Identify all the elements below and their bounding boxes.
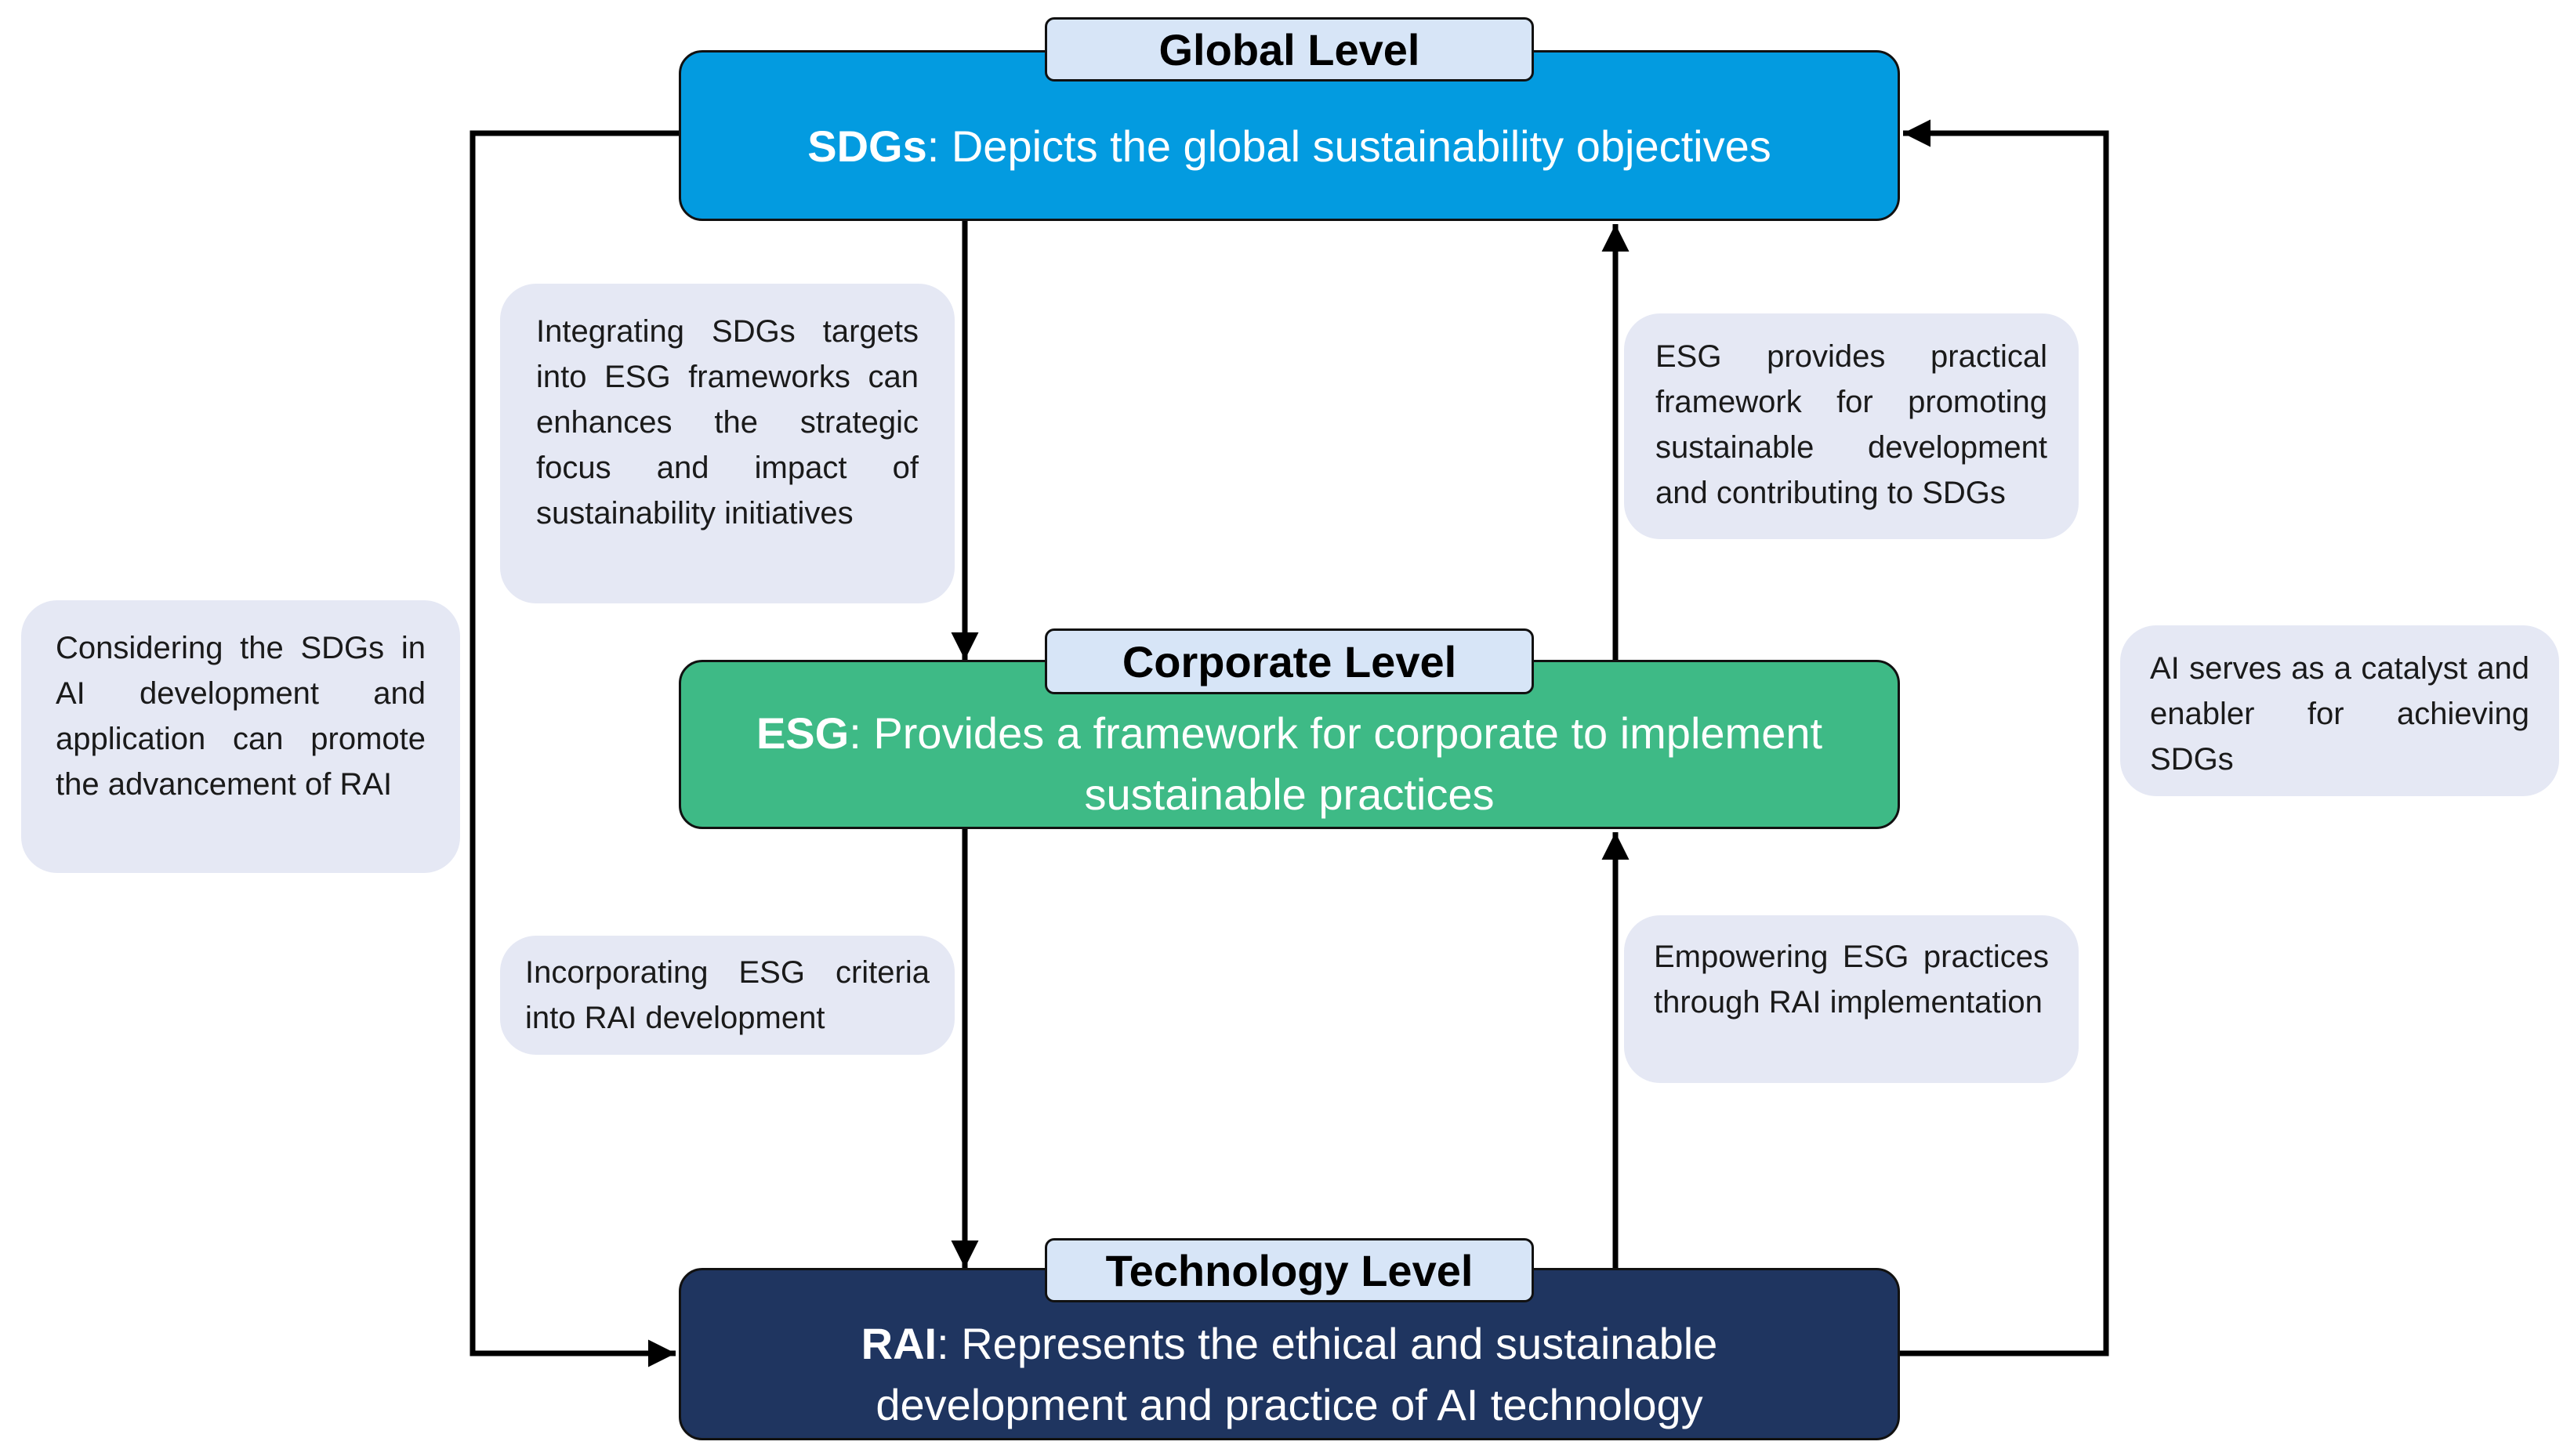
global-level-tag: Global Level (1045, 17, 1534, 81)
note-esg-to-rai: Incorporating ESG criteria into RAI deve… (500, 936, 955, 1055)
rai-description: : Represents the ethical and sustainable… (876, 1319, 1718, 1429)
global-level-text: SDGs: Depicts the global sustainability … (807, 94, 1771, 177)
technology-level-text: RAI: Represents the ethical and sustaina… (780, 1273, 1799, 1436)
note-esg-to-sdg: ESG provides practical framework for pro… (1624, 313, 2079, 539)
note-rai-to-sdg: AI serves as a catalyst and enabler for … (2120, 625, 2559, 796)
note-rai-to-esg: Empowering ESG practices through RAI imp… (1624, 915, 2079, 1083)
note-sdg-to-esg: Integrating SDGs targets into ESG framew… (500, 284, 955, 603)
sdgs-description: : Depicts the global sustainability obje… (926, 121, 1771, 171)
rai-acronym: RAI (861, 1319, 937, 1368)
arrow-sdg-to-rai (469, 130, 679, 1367)
arrow-rai-to-sdg (1900, 119, 2109, 1356)
note-sdg-to-rai: Considering the SDGs in AI development a… (21, 600, 460, 873)
global-level-box: SDGs: Depicts the global sustainability … (679, 50, 1900, 221)
technology-level-tag: Technology Level (1045, 1238, 1534, 1302)
esg-acronym: ESG (756, 708, 850, 758)
esg-description: : Provides a framework for corporate to … (849, 708, 1823, 819)
corporate-level-text: ESG: Provides a framework for corporate … (733, 664, 1846, 825)
sdgs-acronym: SDGs (807, 121, 927, 171)
corporate-level-tag: Corporate Level (1045, 628, 1534, 694)
